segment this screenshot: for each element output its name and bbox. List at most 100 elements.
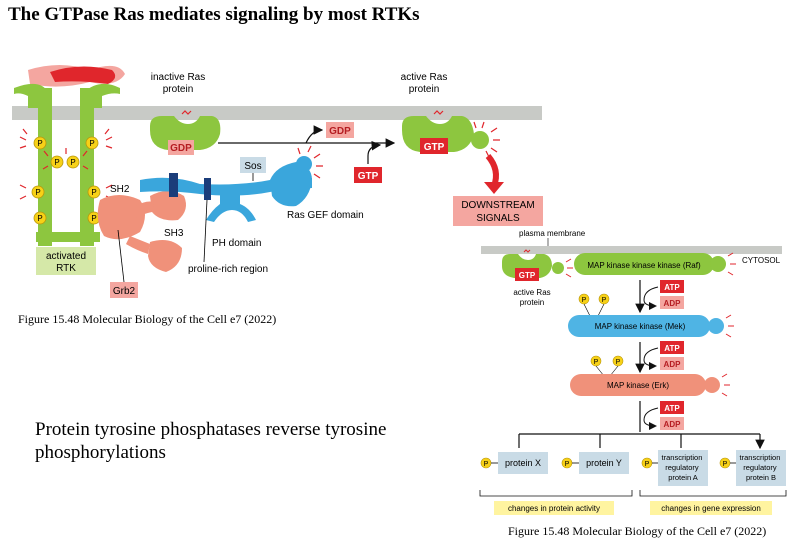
phosphate-label: P	[723, 461, 728, 468]
changes-expression-label: changes in gene expression	[661, 504, 761, 513]
gdp-box-inactive	[168, 140, 194, 155]
phosphate-label: P	[37, 139, 42, 148]
phosphate-label: P	[37, 214, 42, 223]
raf-label: MAP kinase kinase kinase (Raf)	[587, 261, 701, 270]
downstream-label-1: DOWNSTREAM	[461, 200, 534, 211]
figure-caption-right: Figure 15.48 Molecular Biology of the Ce…	[508, 524, 767, 538]
cascade-gtp-box	[515, 268, 539, 281]
gtp-box-active	[420, 138, 448, 154]
cascade-gtp-label: GTP	[519, 271, 536, 280]
mek-label: MAP kinase kinase (Mek)	[595, 322, 686, 331]
phosphate-icon	[87, 185, 101, 199]
figure-caption-left: Figure 15.48 Molecular Biology of the Ce…	[18, 312, 277, 326]
gtp-box-incoming	[354, 167, 382, 183]
mek-phosphates	[578, 293, 610, 305]
target-protein-x	[480, 452, 548, 474]
adp-box-1	[660, 296, 684, 309]
atp-label-3: ATP	[664, 404, 680, 413]
sos-activation-rays	[297, 145, 323, 179]
cytosol-label: CYTOSOL	[742, 256, 781, 265]
phosphate-label: P	[484, 461, 489, 468]
adp-label-3: ADP	[664, 420, 682, 429]
phosphate-label: P	[565, 461, 570, 468]
rtk-activation-rays	[19, 128, 113, 200]
gdp-label-inactive: GDP	[170, 143, 192, 154]
grb2-adaptor	[97, 191, 186, 272]
phosphatase-statement: Protein tyrosine phosphatases reverse ty…	[35, 419, 387, 463]
phosphate-label: P	[70, 158, 75, 167]
erk-rays	[721, 373, 730, 397]
activated-rtk-label-box	[36, 247, 96, 275]
protein-y-label: protein Y	[586, 458, 622, 468]
grb2-label: Grb2	[113, 286, 136, 297]
adp-box-2	[660, 357, 684, 370]
phosphate-icon	[85, 136, 99, 150]
proline-rich-label: proline-rich region	[188, 264, 268, 275]
downstream-arrow	[485, 154, 499, 188]
target-tf-b	[719, 450, 786, 486]
gdp-label-released: GDP	[329, 126, 351, 137]
mek-rays	[725, 314, 734, 338]
phosphate-label: P	[602, 297, 607, 304]
mek-kinase	[568, 315, 724, 337]
adp-box-3	[660, 417, 684, 430]
active-ras-rays	[473, 121, 500, 158]
grb2-label-box	[110, 282, 138, 298]
phosphate-label: P	[594, 359, 599, 366]
sh3-label: SH3	[164, 228, 184, 239]
rtk-phosphates	[31, 136, 101, 225]
phosphate-icon	[33, 136, 47, 150]
sh2-label: SH2	[110, 184, 130, 195]
erk-label: MAP kinase (Erk)	[607, 381, 669, 390]
changes-expression-box	[650, 501, 772, 515]
cascade-active-ras-label-2: protein	[520, 298, 544, 307]
plasma-membrane-cascade	[481, 246, 782, 254]
protein-x-label: protein X	[505, 458, 541, 468]
activated-rtk-label-2: RTK	[56, 263, 76, 274]
target-tf-a	[641, 450, 708, 486]
phosphate-label: P	[616, 359, 621, 366]
activated-rtk	[14, 65, 125, 246]
sos-label-box	[240, 157, 266, 173]
active-ras-label-1: active Ras	[401, 72, 448, 83]
atp-box-1	[660, 280, 684, 293]
cascade-active-ras	[502, 249, 564, 278]
inactive-ras-label-1: inactive Ras	[151, 72, 205, 83]
gtp-label-incoming: GTP	[358, 171, 379, 182]
atp-box-2	[660, 341, 684, 354]
ph-domain-label: PH domain	[212, 238, 261, 249]
plasma-membrane-label: plasma membrane	[519, 229, 586, 238]
atp-label-1: ATP	[664, 283, 680, 292]
tf-b-label: transcription regulatory protein B	[740, 453, 783, 482]
changes-activity-label: changes in protein activity	[508, 504, 600, 513]
phosphate-label: P	[91, 188, 96, 197]
phosphate-label: P	[54, 158, 59, 167]
phosphate-label: P	[645, 461, 650, 468]
downstream-signals-box	[453, 196, 543, 226]
phosphate-label: P	[582, 297, 587, 304]
sos-label: Sos	[244, 161, 261, 172]
changes-activity-box	[494, 501, 614, 515]
target-protein-y	[561, 452, 629, 474]
raf-kinase	[574, 253, 726, 275]
phosphate-label: P	[91, 214, 96, 223]
phosphate-label: P	[89, 139, 94, 148]
phosphate-icon	[33, 211, 47, 225]
erk-kinase	[570, 374, 720, 396]
active-ras-label-2: protein	[409, 84, 440, 95]
atp-box-3	[660, 401, 684, 414]
cascade-active-ras-label-1: active Ras	[513, 288, 550, 297]
adp-label-2: ADP	[664, 360, 682, 369]
phosphate-icon	[66, 155, 80, 169]
adp-label-1: ADP	[664, 299, 682, 308]
gtp-label-active: GTP	[424, 142, 445, 153]
phosphate-label: P	[35, 188, 40, 197]
phosphate-icon	[50, 155, 64, 169]
gdp-box-released	[326, 122, 354, 138]
phosphate-icon	[31, 185, 45, 199]
ras-gef-domain-label: Ras GEF domain	[287, 210, 364, 221]
activated-rtk-label-1: activated	[46, 251, 86, 262]
inactive-ras	[150, 110, 221, 150]
